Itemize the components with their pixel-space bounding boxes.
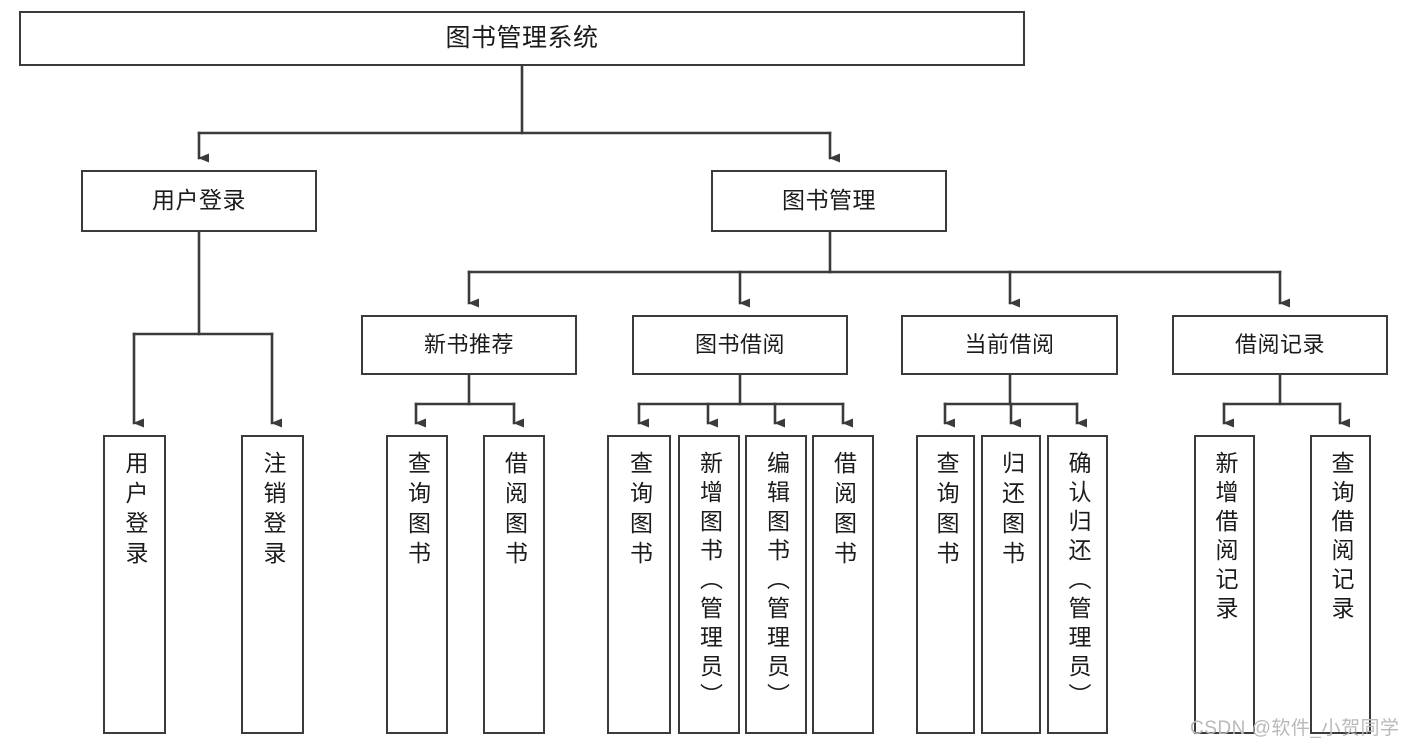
leaf-return-book-label: 归还图书 [998, 451, 1025, 571]
node-current-borrow-label: 当前借阅 [964, 332, 1055, 358]
node-root[interactable]: 图书管理系统 [19, 11, 1025, 66]
leaf-user-login[interactable]: 用户登录 [103, 435, 166, 734]
leaf-confirm-return-admin[interactable]: 确认归还（管理员） [1047, 435, 1108, 734]
leaf-add-book-admin-label: 新增图书（管理员） [696, 451, 723, 712]
leaf-query-book-1-label: 查询图书 [404, 451, 431, 571]
node-book-borrow[interactable]: 图书借阅 [632, 315, 848, 375]
leaf-query-borrow-record[interactable]: 查询借阅记录 [1310, 435, 1371, 734]
node-borrow-record[interactable]: 借阅记录 [1172, 315, 1388, 375]
leaf-add-book-admin[interactable]: 新增图书（管理员） [678, 435, 740, 734]
leaf-query-book-3-label: 查询图书 [933, 451, 959, 571]
leaf-borrow-book-1-label: 借阅图书 [501, 451, 528, 571]
leaf-borrow-book-2[interactable]: 借阅图书 [812, 435, 874, 734]
leaf-query-book-2[interactable]: 查询图书 [607, 435, 671, 734]
node-user-login-label: 用户登录 [152, 187, 246, 214]
leaf-logout-login[interactable]: 注销登录 [241, 435, 304, 734]
leaf-user-login-label: 用户登录 [122, 451, 148, 571]
node-book-management[interactable]: 图书管理 [711, 170, 947, 232]
node-book-management-label: 图书管理 [782, 187, 876, 214]
csdn-watermark: CSDN @软件_小贺同学 [1190, 718, 1400, 739]
leaf-query-book-3[interactable]: 查询图书 [916, 435, 975, 734]
node-new-book-recommend[interactable]: 新书推荐 [361, 315, 577, 375]
leaf-query-book-2-label: 查询图书 [626, 451, 653, 571]
leaf-return-book[interactable]: 归还图书 [981, 435, 1041, 734]
node-root-label: 图书管理系统 [445, 23, 599, 52]
node-borrow-record-label: 借阅记录 [1234, 332, 1325, 358]
leaf-add-borrow-record[interactable]: 新增借阅记录 [1194, 435, 1255, 734]
node-book-borrow-label: 图书借阅 [694, 332, 785, 358]
leaf-edit-book-admin-label: 编辑图书（管理员） [763, 451, 790, 712]
leaf-add-borrow-record-label: 新增借阅记录 [1212, 451, 1238, 625]
leaf-borrow-book-1[interactable]: 借阅图书 [483, 435, 545, 734]
leaf-borrow-book-2-label: 借阅图书 [830, 451, 857, 571]
leaf-confirm-return-admin-label: 确认归还（管理员） [1065, 451, 1091, 712]
node-new-book-recommend-label: 新书推荐 [423, 332, 514, 358]
leaf-edit-book-admin[interactable]: 编辑图书（管理员） [745, 435, 807, 734]
leaf-query-borrow-record-label: 查询借阅记录 [1328, 451, 1354, 625]
leaf-logout-login-label: 注销登录 [260, 451, 286, 571]
leaf-query-book-1[interactable]: 查询图书 [386, 435, 448, 734]
node-user-login[interactable]: 用户登录 [81, 170, 317, 232]
node-current-borrow[interactable]: 当前借阅 [901, 315, 1118, 375]
